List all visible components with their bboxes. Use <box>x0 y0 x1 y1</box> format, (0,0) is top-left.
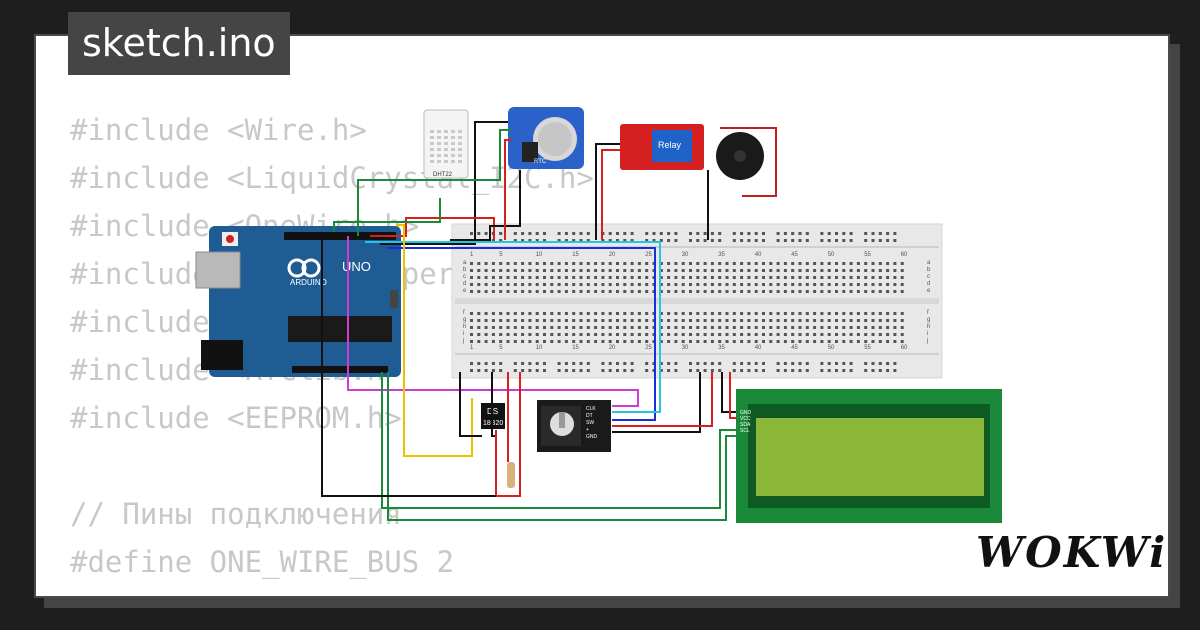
breadboard-row-letter: e <box>463 288 467 294</box>
breadboard-row-letter: f <box>463 310 465 316</box>
breadboard-row-letter: h <box>463 324 466 330</box>
breadboard-column-number: 10 <box>536 252 543 258</box>
ds-label-2: 18B20 <box>483 420 503 427</box>
breadboard-column-number: 30 <box>682 252 689 258</box>
encoder-pin-label: + <box>586 427 589 433</box>
ds18b20-sensor: DS 18B20 <box>481 403 515 488</box>
lcd-pin-label: VCC <box>740 416 751 422</box>
breadboard-row-letter: g <box>927 317 930 323</box>
breadboard-row-letter: f <box>927 310 929 316</box>
breadboard-column-number: 25 <box>645 345 652 351</box>
breadboard-column-number: 1 <box>470 252 474 258</box>
breadboard-row-letter: b <box>927 267 931 273</box>
wokwi-logo: WOKWi <box>976 528 1168 577</box>
breadboard-column-number: 55 <box>864 345 871 351</box>
breadboard-row-letter: i <box>463 331 464 337</box>
file-title: sketch.ino <box>68 12 290 75</box>
breadboard-row-letter: j <box>926 338 928 344</box>
breadboard-column-number: 1 <box>470 345 474 351</box>
breadboard-column-number: 25 <box>645 252 652 258</box>
encoder-pin-label: CLK <box>586 406 596 412</box>
code-line: #define ONE_WIRE_BUS 2 <box>70 545 455 579</box>
breadboard-column-number: 15 <box>572 345 579 351</box>
dht22-sensor: DHT22 <box>423 109 469 179</box>
breadboard-column-number: 55 <box>864 252 871 258</box>
lcd-pin-label: SDA <box>740 422 751 428</box>
breadboard-column-number: 5 <box>499 252 503 258</box>
breadboard-column-number: 20 <box>609 345 616 351</box>
arduino-model-label: UNO <box>342 259 371 274</box>
breadboard-column-number: 40 <box>755 345 762 351</box>
breadboard-column-number: 50 <box>828 345 835 351</box>
dht-label: DHT22 <box>433 172 453 178</box>
breadboard: 1155101015152020252530303535404045455050… <box>451 223 943 379</box>
breadboard-column-number: 45 <box>791 345 798 351</box>
breadboard-column-number: 5 <box>499 345 503 351</box>
breadboard-column-number: 35 <box>718 345 725 351</box>
breadboard-row-letter: g <box>463 317 466 323</box>
code-line: #include <LiquidCrystal_I2C.h> <box>70 161 594 195</box>
code-line: // Пины подключения <box>70 497 402 531</box>
encoder-pin-label: DT <box>586 413 593 419</box>
rtc-label: RTC <box>534 159 547 165</box>
code-line: #define RELAY_PIN 3 <box>70 586 594 596</box>
breadboard-column-number: 45 <box>791 252 798 258</box>
breadboard-row-letter: c <box>463 274 466 280</box>
relay-module: Relay <box>620 124 704 170</box>
breadboard-column-number: 20 <box>609 252 616 258</box>
code-line: #include <EEPROM.h> <box>70 401 402 435</box>
breadboard-row-letter: a <box>927 260 931 266</box>
breadboard-column-number: 40 <box>755 252 762 258</box>
breadboard-row-letter: h <box>927 324 930 330</box>
breadboard-row-letter: a <box>463 260 467 266</box>
lcd-pin-label: GND <box>740 410 752 416</box>
breadboard-column-number: 10 <box>536 345 543 351</box>
breadboard-column-number: 60 <box>901 252 908 258</box>
breadboard-row-letter: i <box>927 331 928 337</box>
rtc-module: RTC <box>508 107 584 169</box>
wires <box>321 121 736 521</box>
breadboard-row-letter: d <box>463 281 466 287</box>
breadboard-row-letter: b <box>463 267 467 273</box>
arduino-uno: UNO ARDUINO <box>195 226 401 377</box>
breadboard-row-letter: j <box>462 338 464 344</box>
buzzer <box>716 127 777 197</box>
breadboard-column-number: 60 <box>901 345 908 351</box>
arduino-brand-label: ARDUINO <box>290 278 327 287</box>
breadboard-row-letter: d <box>927 281 930 287</box>
breadboard-column-number: 30 <box>682 345 689 351</box>
breadboard-column-number: 15 <box>572 252 579 258</box>
encoder-pin-label: SW <box>586 420 594 426</box>
breadboard-column-number: 50 <box>828 252 835 258</box>
relay-label: Relay <box>658 140 682 150</box>
breadboard-row-letter: c <box>927 274 930 280</box>
lcd-pin-label: SCL <box>740 428 750 434</box>
breadboard-column-number: 35 <box>718 252 725 258</box>
code-line: #include <Wire.h> <box>70 113 367 147</box>
encoder-pin-label: GND <box>586 434 598 440</box>
breadboard-row-letter: e <box>927 288 931 294</box>
